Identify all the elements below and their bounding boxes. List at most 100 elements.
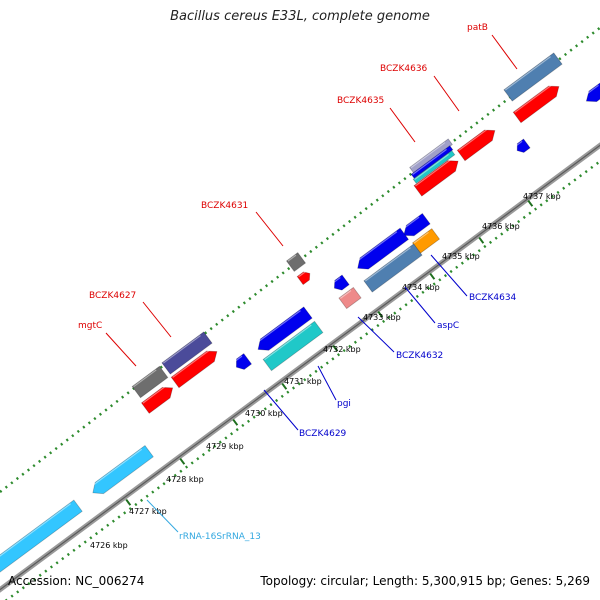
kbp-tick-label: 4735 kbp (442, 252, 480, 261)
gene-rrna (0, 499, 83, 574)
gene-leader-line (430, 254, 468, 297)
gene-forward-cds-highlight (514, 84, 553, 113)
inner-tick-mark (179, 457, 186, 465)
kbp-tick-label: 4726 kbp (90, 541, 128, 550)
gene-label-reverse: BCZK4634 (469, 293, 517, 303)
gene-forward-cds-highlight (172, 349, 211, 378)
gene-reverse-cds-highlight (233, 355, 243, 363)
gene-forward-cds-shape (140, 387, 174, 414)
gene-patb (503, 52, 563, 102)
gene-leader-line (357, 316, 395, 353)
accession-label: Accession: NC_006274 (8, 574, 145, 588)
kbp-tick-label: 4737 kbp (523, 192, 561, 201)
gene-label-forward: BCZK4636 (380, 64, 428, 74)
gene-label-forward: BCZK4631 (201, 201, 248, 211)
gene-reverse-cds-shape (235, 353, 253, 370)
gene-reverse-cds-highlight (354, 231, 398, 264)
kbp-tick-label: 4729 kbp (206, 442, 244, 451)
gene-forward-cds-highlight (142, 385, 166, 404)
kbp-tick-label: 4727 kbp (129, 507, 167, 516)
gene-bczk4629-band-highlight (264, 324, 312, 361)
gene-forward-cds (140, 385, 174, 414)
gene-reverse-cds-highlight (331, 277, 341, 285)
gene-leader-line (433, 75, 460, 112)
gene-bczk4627 (161, 331, 213, 375)
gene-bczk4632-shape (338, 286, 362, 310)
gene-rrna-highlight (0, 503, 71, 568)
gene-pgi (254, 306, 313, 351)
kbp-tick-label: 4731 kbp (284, 377, 322, 386)
gene-rrna-highlight (89, 448, 143, 488)
gene-forward-cds-shape (456, 129, 496, 162)
gene-label-reverse: pgi (337, 399, 351, 409)
gene-mgtc-shape (131, 365, 169, 399)
gene-forward-cds (456, 128, 496, 162)
gene-reverse-cds (400, 212, 431, 237)
gene-leader-line (491, 34, 518, 70)
gene-leader-line (255, 211, 284, 247)
outer-dotted-track (0, 26, 600, 493)
gene-bczk4635-band-highlight (412, 148, 447, 175)
gene-forward-cds (512, 84, 560, 124)
inner-tick-mark (281, 382, 288, 390)
gene-forward-cds-shape (512, 85, 560, 124)
label-layer: 4726 kbp 4727 kbp 4728 kbp 4729 kbp 4730 kbp… (78, 23, 561, 550)
gene-rrna (89, 444, 154, 495)
gene-forward-cds-shape (413, 160, 459, 197)
gene-rrna-shape (92, 444, 154, 495)
gene-bczk4631-shape (285, 252, 307, 272)
gene-reverse-cds-shape (403, 212, 431, 237)
gene-patb-highlight (504, 56, 551, 91)
gene-label-forward: BCZK4635 (337, 96, 384, 106)
gene-aspc-shape (363, 243, 423, 293)
gene-bczk4632-highlight (339, 289, 352, 299)
gene-leader-line (142, 301, 172, 338)
gene-reverse-cds (233, 353, 253, 370)
kbp-tick-label: 4736 kbp (482, 222, 520, 231)
gene-leader-line (404, 286, 436, 324)
gene-bczk4627-shape (161, 331, 213, 375)
gene-mgtc (131, 365, 169, 399)
gene-label-forward: patB (467, 23, 488, 33)
gene-leader-line (263, 389, 299, 431)
gene-bczk4629-band (262, 320, 324, 372)
gene-bczk4635-band-highlight (414, 153, 449, 180)
kbp-tick-label: 4730 kbp (245, 409, 283, 418)
backbone-core (0, 144, 600, 591)
gene-forward-cds-highlight (583, 84, 599, 97)
gene-label-reverse: BCZK4629 (299, 429, 347, 439)
map-title: Bacillus cereus E33L, complete genome (170, 9, 430, 24)
gene-label-reverse: BCZK4632 (396, 351, 443, 361)
kbp-tick-label: 4733 kbp (363, 313, 401, 322)
gene-forward-cds-highlight (298, 271, 306, 278)
gene-rrna-shape (0, 499, 83, 574)
gene-forward-cds-highlight (458, 128, 489, 151)
gene-forward-cds-highlight (415, 159, 452, 187)
gene-bczk4627-highlight (162, 335, 201, 364)
gene-label-rrna: rRNA-16SrRNA_13 (179, 532, 261, 542)
gene-reverse-cds-highlight (514, 140, 523, 147)
topology-label: Topology: circular; Length: 5,300,915 bp… (260, 574, 590, 588)
feature-layer (0, 52, 600, 574)
gene-leader-line (389, 107, 416, 143)
kbp-tick-label: 4734 kbp (402, 283, 440, 292)
gene-patb-shape (503, 52, 563, 102)
gene-reverse-cds-shape (516, 138, 531, 153)
gene-label-forward: mgtC (78, 321, 102, 331)
gene-leader-line (105, 332, 137, 367)
gene-aspc (363, 243, 423, 293)
gene-bczk4635-band (412, 150, 456, 184)
track-layer (0, 26, 600, 600)
gene-bczk4634-highlight (413, 231, 429, 244)
gene-label-forward: BCZK4627 (89, 291, 136, 301)
gene-bczk4635-band (409, 138, 453, 174)
gene-forward-cds (583, 81, 600, 103)
gene-forward-cds (413, 159, 459, 197)
gene-leader-line (317, 365, 337, 401)
gene-label-reverse: aspC (437, 321, 459, 331)
inner-dotted-track (4, 159, 600, 600)
gene-bczk4631-highlight (287, 254, 297, 262)
kbp-tick-label: 4728 kbp (166, 475, 204, 484)
